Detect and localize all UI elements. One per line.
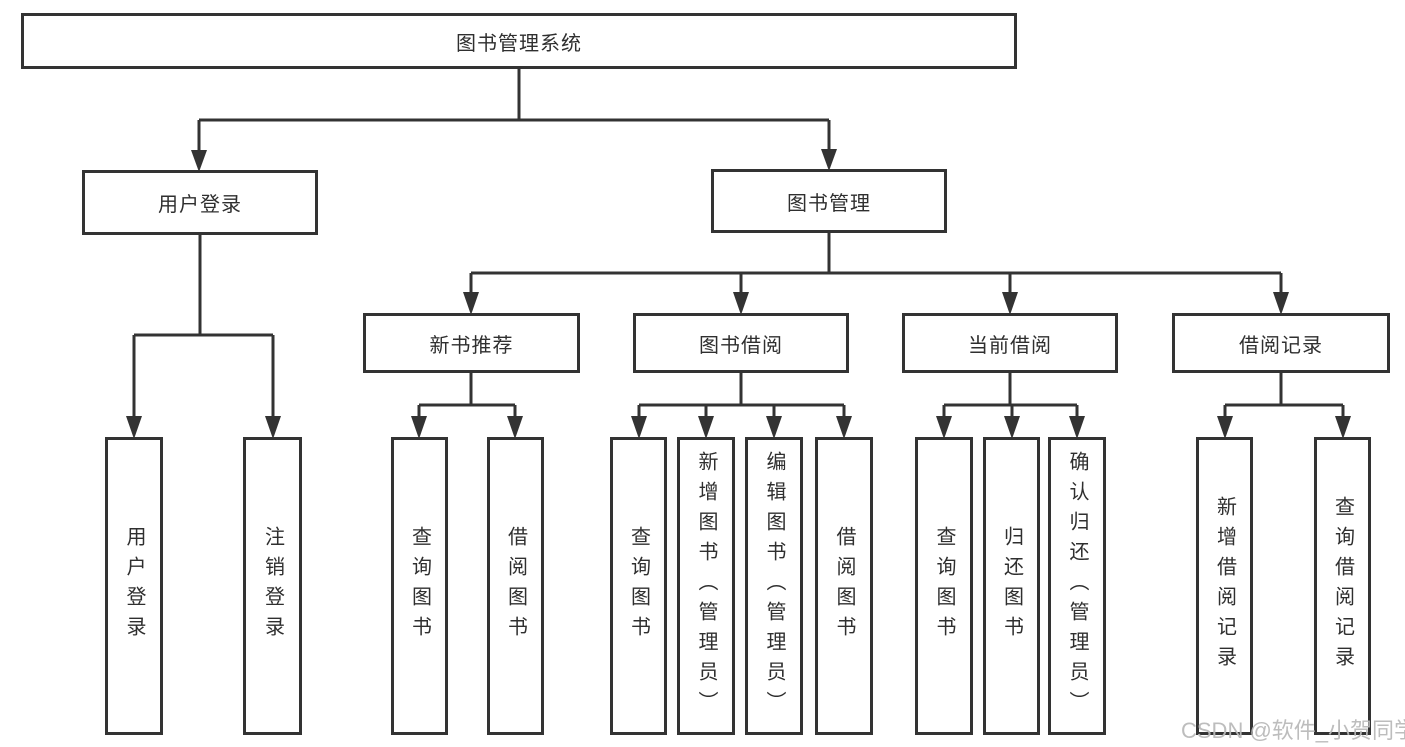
node-label: 图书借阅 bbox=[699, 334, 783, 357]
arrowhead bbox=[411, 416, 427, 439]
leaf-label: 查询图书 bbox=[933, 526, 955, 646]
arrowhead bbox=[733, 292, 749, 315]
leaf-edit-book-admin: 编辑图书（管理员） bbox=[745, 437, 803, 735]
arrowhead bbox=[463, 292, 479, 315]
arrowhead bbox=[1002, 292, 1018, 315]
arrowhead bbox=[1217, 416, 1233, 439]
node-label: 图书管理 bbox=[787, 192, 871, 215]
arrowhead bbox=[1069, 416, 1085, 439]
node-label: 图书管理系统 bbox=[456, 32, 582, 55]
arrowhead bbox=[821, 149, 837, 171]
node-library-management-system: 图书管理系统 bbox=[21, 13, 1017, 69]
leaf-label: 归还图书 bbox=[1000, 526, 1023, 646]
node-borrow-records: 借阅记录 bbox=[1172, 313, 1390, 373]
leaf-user-login: 用户登录 bbox=[105, 437, 163, 735]
arrowhead bbox=[126, 416, 142, 439]
node-label: 新书推荐 bbox=[429, 334, 514, 357]
leaf-query-book-current: 查询图书 bbox=[915, 437, 973, 735]
node-book-borrow: 图书借阅 bbox=[633, 313, 849, 373]
arrowhead bbox=[936, 416, 952, 439]
leaf-borrow-book-recommend: 借阅图书 bbox=[487, 437, 544, 735]
leaf-label: 查询借阅记录 bbox=[1331, 496, 1354, 676]
node-label: 借阅记录 bbox=[1239, 334, 1323, 357]
leaf-add-book-admin: 新增图书（管理员） bbox=[677, 437, 735, 735]
arrowhead bbox=[507, 416, 523, 439]
leaf-label: 查询图书 bbox=[408, 526, 431, 646]
arrowhead bbox=[766, 416, 782, 439]
leaf-confirm-return-admin: 确认归还（管理员） bbox=[1048, 437, 1106, 735]
leaf-label: 用户登录 bbox=[123, 526, 145, 646]
leaf-query-book-borrow: 查询图书 bbox=[610, 437, 667, 735]
leaf-query-borrow-record: 查询借阅记录 bbox=[1314, 437, 1371, 735]
node-new-book-recommend: 新书推荐 bbox=[363, 313, 580, 373]
connector-borrow-records bbox=[1223, 373, 1345, 417]
arrowhead bbox=[1335, 416, 1351, 439]
leaf-return-book: 归还图书 bbox=[983, 437, 1040, 735]
arrowhead bbox=[265, 416, 281, 439]
leaf-add-borrow-record: 新增借阅记录 bbox=[1196, 437, 1253, 735]
connector-user-login bbox=[132, 235, 275, 417]
connector-book-borrow bbox=[637, 373, 846, 417]
leaf-label: 查询图书 bbox=[627, 526, 650, 646]
node-label: 当前借阅 bbox=[968, 334, 1052, 357]
node-user-login: 用户登录 bbox=[82, 170, 318, 235]
watermark: CSDN @软件_小贺同学 bbox=[1181, 718, 1405, 743]
arrowhead bbox=[191, 150, 207, 172]
node-current-borrow: 当前借阅 bbox=[902, 313, 1118, 373]
leaf-query-book-recommend: 查询图书 bbox=[391, 437, 448, 735]
leaf-logout: 注销登录 bbox=[243, 437, 302, 735]
node-label: 用户登录 bbox=[158, 194, 242, 216]
arrowhead bbox=[698, 416, 714, 439]
leaf-label: 新增借阅记录 bbox=[1213, 496, 1236, 676]
node-book-management: 图书管理 bbox=[711, 169, 947, 233]
leaf-label: 注销登录 bbox=[261, 526, 284, 646]
leaf-label: 新增图书（管理员） bbox=[695, 451, 717, 721]
connector-root bbox=[197, 69, 831, 151]
arrowhead bbox=[631, 416, 647, 439]
arrowhead bbox=[836, 416, 852, 439]
leaf-label: 确认归还（管理员） bbox=[1066, 451, 1088, 721]
connector-new-book-recommend bbox=[417, 373, 517, 417]
leaf-label: 借阅图书 bbox=[504, 526, 527, 646]
leaf-borrow-book: 借阅图书 bbox=[815, 437, 873, 735]
connector-book-management bbox=[469, 233, 1283, 293]
connector-current-borrow bbox=[942, 373, 1079, 417]
arrowhead bbox=[1004, 416, 1020, 439]
leaf-label: 编辑图书（管理员） bbox=[763, 451, 785, 721]
leaf-label: 借阅图书 bbox=[833, 526, 855, 646]
arrowhead bbox=[1273, 292, 1289, 315]
